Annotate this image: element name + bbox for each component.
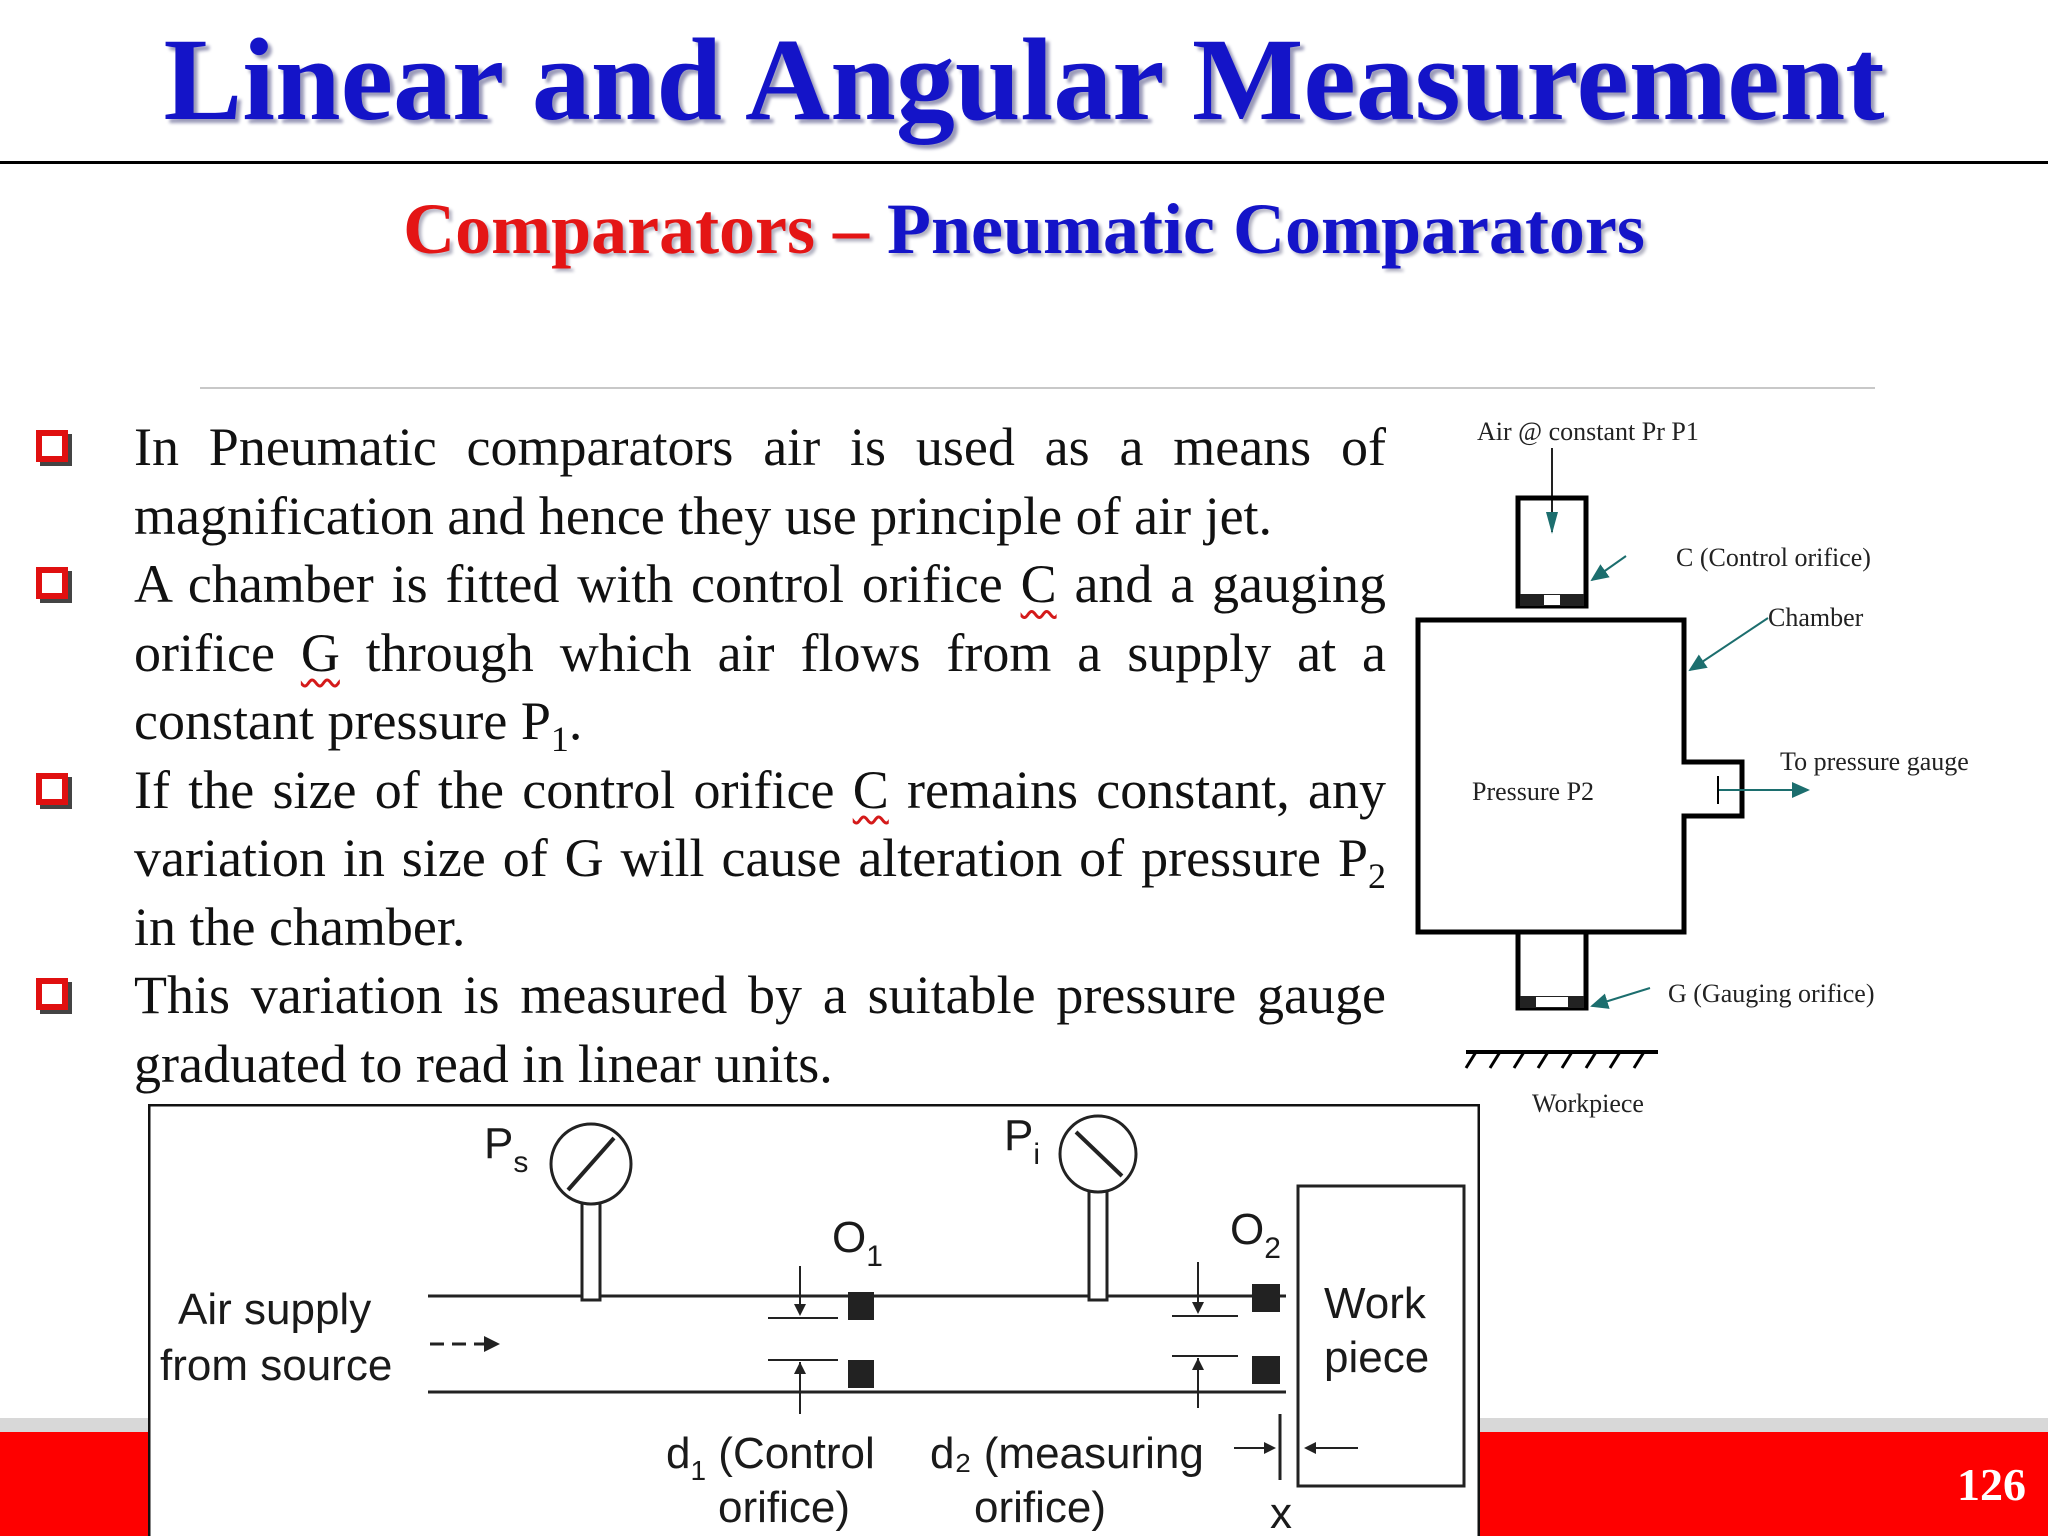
bullet-text: This variation is measured by a suitable… bbox=[134, 961, 1386, 1098]
air-supply-line2: from source bbox=[160, 1341, 392, 1390]
bullet-text-segment: remains constant, any variation in size … bbox=[134, 759, 1386, 889]
d1-arrowhead-bottom-icon bbox=[794, 1362, 806, 1374]
annotated-letter-c: C bbox=[852, 759, 889, 820]
bullet-text-segment: in the chamber. bbox=[134, 896, 466, 957]
checkbox-bullet-icon bbox=[36, 772, 68, 805]
gap-x-arrowhead-left-icon bbox=[1264, 1442, 1276, 1454]
measuring-orifice-letter: O bbox=[1230, 1205, 1264, 1254]
slide-title: Linear and Angular Measurement bbox=[163, 14, 1885, 145]
checkbox-bullet-icon bbox=[36, 430, 68, 462]
measuring-orifice-upper bbox=[1252, 1284, 1280, 1312]
bullet-list: In Pneumatic comparators air is used as … bbox=[36, 413, 1386, 1098]
d1-caption-line2: orifice) bbox=[718, 1483, 850, 1532]
d1-caption-line1: d1 (Control bbox=[666, 1429, 875, 1486]
pressure-gauge-label: To pressure gauge bbox=[1780, 747, 1969, 776]
supply-gauge-subscript: s bbox=[513, 1146, 528, 1179]
d1-subscript: 1 bbox=[690, 1455, 706, 1486]
supply-gauge-label: Ps bbox=[484, 1119, 528, 1179]
supply-gauge-letter: P bbox=[484, 1119, 513, 1168]
title-divider bbox=[0, 161, 2048, 164]
intermediate-gauge-needle bbox=[1074, 1130, 1124, 1178]
gauging-orifice-opening bbox=[1536, 997, 1568, 1007]
gap-x-label: x bbox=[1270, 1489, 1292, 1536]
control-orifice-lower bbox=[848, 1360, 874, 1388]
d2-arrowhead-bottom-icon bbox=[1192, 1358, 1204, 1370]
chamber-body bbox=[1415, 617, 1745, 935]
bullet-item: In Pneumatic comparators air is used as … bbox=[36, 413, 1386, 550]
subscript: 1 bbox=[550, 718, 569, 759]
workpiece-line1: Work bbox=[1324, 1279, 1427, 1328]
checkbox-bullet-icon bbox=[36, 978, 68, 1010]
bullet-text-segment: . bbox=[568, 691, 583, 751]
bullet-text-segment: This variation is measured by a suitable… bbox=[134, 965, 1386, 1094]
intermediate-gauge-stem bbox=[1087, 1186, 1109, 1302]
subscript: 2 bbox=[1368, 855, 1386, 896]
content-divider bbox=[200, 387, 1875, 389]
workpiece-box bbox=[1296, 1184, 1466, 1488]
checkbox-bullet-icon bbox=[36, 567, 68, 599]
bullet-text-segment: through which air flows from a supply at… bbox=[134, 622, 1387, 752]
chamber-label: Chamber bbox=[1768, 603, 1864, 632]
intermediate-gauge-letter: P bbox=[1004, 1111, 1033, 1160]
control-orifice-letter: O bbox=[832, 1213, 866, 1262]
control-orifice-label: C (Control orifice) bbox=[1676, 543, 1871, 572]
annotated-letter-c: C bbox=[1020, 554, 1057, 614]
measuring-orifice-lower bbox=[1252, 1356, 1280, 1384]
bullet-text-segment: In Pneumatic comparators air is used as … bbox=[134, 417, 1386, 546]
control-orifice-leader bbox=[1590, 555, 1627, 582]
bullet-text-segment: and a gauging orifice bbox=[134, 554, 1387, 683]
supply-gauge-stem bbox=[580, 1198, 602, 1302]
air-inlet-arrowhead-icon bbox=[1546, 512, 1558, 534]
workpiece-label: Workpiece bbox=[1532, 1089, 1644, 1118]
flow-comparator-sketch: Air supply from source Ps Pi O1 O2 Work … bbox=[148, 1104, 1480, 1536]
bullet-text-segment: A chamber is fitted with control orifice bbox=[134, 554, 1021, 614]
measuring-orifice-label: O2 bbox=[1230, 1205, 1281, 1265]
intermediate-gauge-label: Pi bbox=[1004, 1111, 1040, 1171]
d2-caption-line2: orifice) bbox=[974, 1483, 1106, 1532]
control-orifice-label: O1 bbox=[832, 1213, 883, 1273]
control-orifice-subscript: 1 bbox=[866, 1240, 883, 1273]
air-supply-label: Air @ constant Pr P1 bbox=[1477, 417, 1699, 446]
air-supply-line1: Air supply bbox=[178, 1285, 371, 1334]
control-orifice-upper bbox=[848, 1292, 874, 1320]
d2-caption-line1: d₂ (measuring bbox=[930, 1429, 1204, 1478]
bullet-item: This variation is measured by a suitable… bbox=[36, 961, 1386, 1098]
sketch-frame bbox=[148, 1104, 1480, 1536]
chamber-diagram: Air @ constant Pr P1 Pressure P2 C (Cont… bbox=[1415, 417, 1969, 1118]
bullet-text-segment: If the size of the control orifice bbox=[134, 759, 853, 820]
d2-arrowhead-top-icon bbox=[1192, 1302, 1204, 1314]
measuring-orifice-subscript: 2 bbox=[1264, 1232, 1281, 1265]
subtitle-part-pneumatic: Pneumatic Comparators bbox=[887, 189, 1645, 269]
gap-x-arrowhead-right-icon bbox=[1304, 1442, 1316, 1454]
d1-caption-rest: (Control bbox=[706, 1429, 875, 1478]
annotated-letter-g: G bbox=[300, 622, 340, 683]
control-orifice-opening bbox=[1544, 595, 1560, 605]
bullet-text: A chamber is fitted with control orifice… bbox=[134, 550, 1387, 759]
d1-letter: d bbox=[666, 1429, 690, 1478]
d1-arrowhead-top-icon bbox=[794, 1304, 806, 1316]
subtitle-part-comparators: Comparators – bbox=[403, 189, 870, 269]
bullet-text: If the size of the control orifice C rem… bbox=[134, 756, 1386, 962]
supply-gauge-needle bbox=[566, 1136, 616, 1192]
chamber-leader bbox=[1688, 617, 1769, 672]
chamber-pressure-label: Pressure P2 bbox=[1472, 777, 1594, 806]
bullet-item: A chamber is fitted with control orifice… bbox=[36, 550, 1387, 759]
gauging-orifice-label: G (Gauging orifice) bbox=[1668, 979, 1874, 1008]
page-number: 126 bbox=[1957, 1459, 2026, 1510]
chamber-leader-spacer bbox=[1670, 608, 1684, 618]
bullet-text: In Pneumatic comparators air is used as … bbox=[134, 413, 1386, 550]
intermediate-gauge-subscript: i bbox=[1033, 1138, 1040, 1171]
air-flow-arrowhead-icon bbox=[484, 1336, 500, 1352]
workpiece-hatch bbox=[1464, 1051, 1646, 1069]
slide-subtitle: Comparators – Pneumatic Comparators bbox=[0, 188, 2048, 271]
gauging-orifice-leader bbox=[1590, 987, 1651, 1009]
bullet-item: If the size of the control orifice C rem… bbox=[36, 756, 1386, 962]
workpiece-line2: piece bbox=[1324, 1333, 1429, 1382]
